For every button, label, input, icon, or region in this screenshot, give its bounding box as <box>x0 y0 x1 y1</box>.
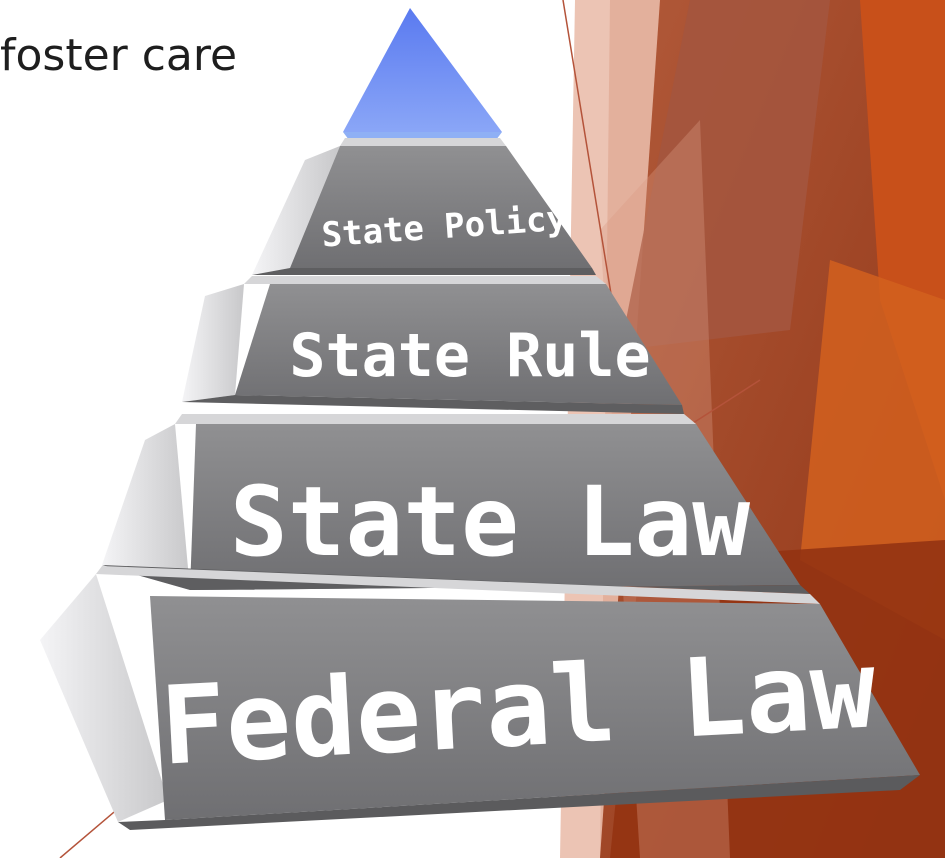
pyramid-apex <box>343 8 502 132</box>
tier-2-top <box>244 276 606 284</box>
tier-1-face <box>290 146 592 268</box>
bg-thin-line <box>562 0 613 301</box>
tier-2-left-side <box>182 284 244 402</box>
tier-2-bottom <box>182 395 684 414</box>
slide-title: foster care <box>0 30 238 81</box>
bg-thin-line <box>689 379 761 426</box>
tier-4-face <box>150 596 920 820</box>
tier-3-left-side <box>102 424 190 590</box>
pyramid: State Policy State Rule State Law Federa… <box>40 8 920 830</box>
tier-label-state-rule: State Rule <box>289 321 650 391</box>
tier-3-top <box>175 414 696 424</box>
tier-label-state-law: State Law <box>230 466 750 578</box>
tier-4-bottom <box>118 775 920 830</box>
tier-1-bottom <box>252 268 596 275</box>
tier-1-left-side <box>252 146 340 275</box>
tier-3-bottom <box>102 565 810 594</box>
tier-2-face <box>235 284 682 405</box>
tier-4-top <box>96 566 820 604</box>
bg-facet-brown <box>620 0 830 350</box>
tier-1-top <box>340 138 506 146</box>
tier-3-face <box>190 424 800 590</box>
tier-4-left-side <box>40 574 168 822</box>
